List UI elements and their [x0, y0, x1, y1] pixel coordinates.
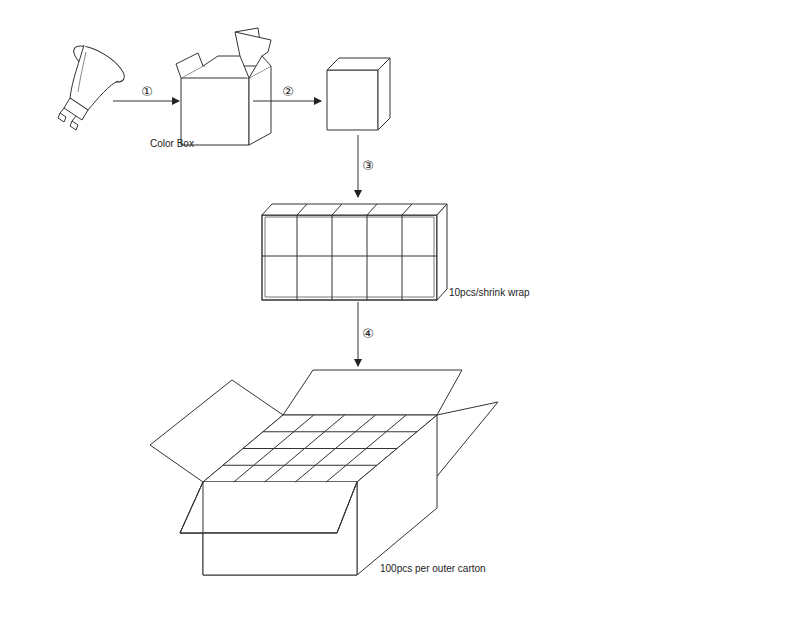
callout-number: ②	[282, 85, 294, 99]
grid-line	[402, 204, 412, 215]
caption-text: 10pcs/shrink wrap	[449, 287, 530, 299]
closed-color-box	[327, 58, 390, 130]
package-label: Color Box	[150, 138, 194, 150]
grid-line	[243, 448, 397, 449]
grid-line	[223, 465, 377, 466]
step-arrow	[358, 302, 359, 366]
package-label: 10pcs/shrink wrap	[449, 287, 530, 299]
callout-number: ④	[362, 327, 374, 341]
grid-line	[367, 215, 368, 300]
carton-flap	[180, 482, 357, 533]
step-arrow	[113, 101, 179, 102]
open-color-box	[176, 28, 271, 145]
step-arrow	[358, 135, 359, 197]
shrink-wrap-pack	[262, 204, 447, 300]
grid-line	[263, 431, 417, 432]
callout-number: ③	[362, 159, 374, 173]
grid-line	[332, 215, 333, 300]
outer-carton	[150, 370, 498, 575]
caption-text: 100pcs per outer carton	[380, 563, 486, 575]
grid-line	[297, 204, 307, 215]
package-label: 100pcs per outer carton	[380, 563, 486, 575]
step-arrow	[253, 101, 321, 102]
grid-line	[297, 215, 298, 300]
gu10-bulb	[58, 39, 129, 130]
carton-front	[180, 482, 357, 575]
grid-line	[367, 204, 377, 215]
caption-text: Color Box	[150, 138, 194, 150]
callout-number: ①	[141, 85, 153, 99]
grid-line	[332, 204, 342, 215]
grid-line	[402, 215, 403, 300]
